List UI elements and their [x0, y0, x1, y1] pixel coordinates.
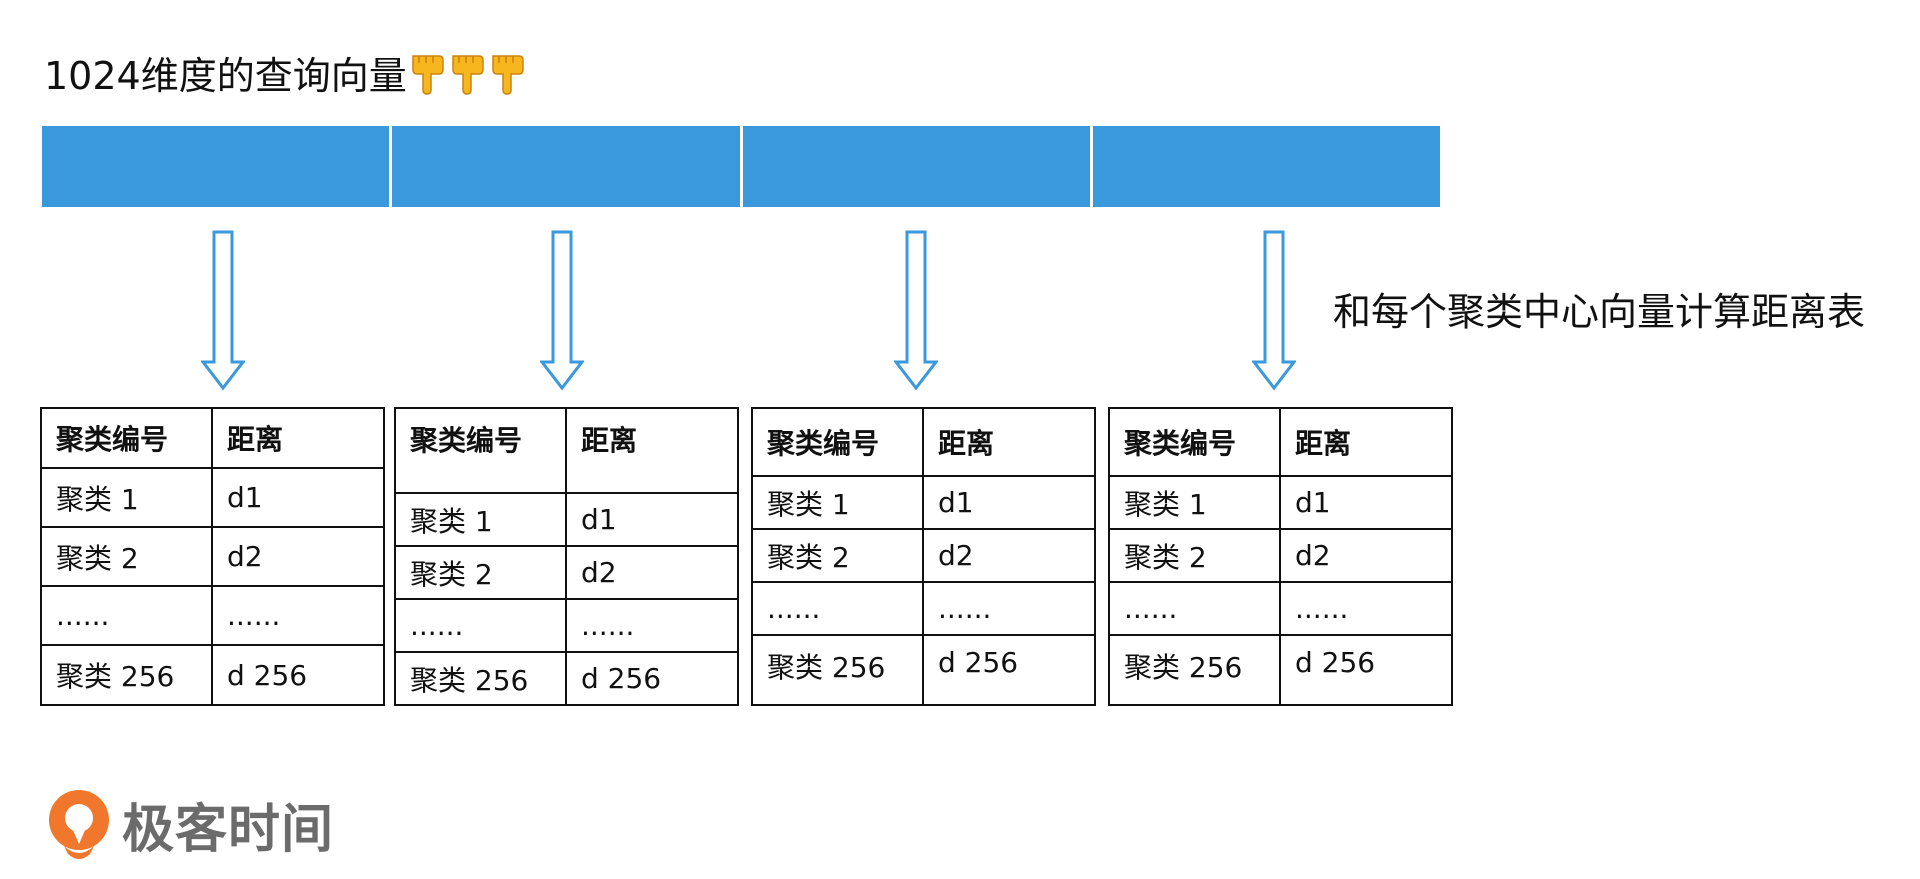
table-row: 聚类 256 d 256 — [1108, 634, 1453, 706]
header-cluster-id: 聚类编号 — [40, 407, 213, 469]
cell-distance: d 256 — [565, 651, 739, 706]
table-row: 聚类 1 d1 — [751, 475, 1096, 530]
table-row: 聚类 256 d 256 — [394, 651, 739, 706]
cell-cluster-id: 聚类 1 — [751, 475, 924, 530]
table-row: 聚类 1 d1 — [40, 467, 385, 528]
distance-table-3: 聚类编号 距离 聚类 1 d1 聚类 2 d2 ...... ...... 聚类… — [751, 407, 1096, 706]
down-arrow-icon — [540, 230, 584, 391]
header-distance: 距离 — [1279, 407, 1453, 477]
cell-cluster-id: 聚类 2 — [40, 526, 213, 587]
cell-cluster-id: ...... — [751, 581, 924, 636]
table-row: ...... ...... — [751, 581, 1096, 636]
pointing-down-hand-icon — [491, 55, 524, 95]
table-row: 聚类 1 d1 — [1108, 475, 1453, 530]
cell-distance: d 256 — [922, 634, 1096, 706]
table-header-row: 聚类编号 距离 — [40, 407, 385, 469]
diagram-title: 1024维度的查询向量 — [44, 50, 527, 102]
cell-distance: d1 — [211, 467, 385, 528]
table-row: 聚类 2 d2 — [751, 528, 1096, 583]
cell-cluster-id: ...... — [394, 598, 567, 653]
down-arrow-icon — [894, 230, 938, 391]
cell-distance: d 256 — [1279, 634, 1453, 706]
geektime-logo-icon — [49, 790, 109, 859]
cell-cluster-id: 聚类 256 — [751, 634, 924, 706]
table-row: 聚类 1 d1 — [394, 492, 739, 547]
table-row: 聚类 2 d2 — [1108, 528, 1453, 583]
cell-cluster-id: 聚类 1 — [40, 467, 213, 528]
cell-distance: ...... — [922, 581, 1096, 636]
cell-distance: d2 — [565, 545, 739, 600]
cell-distance: ...... — [565, 598, 739, 653]
cell-cluster-id: 聚类 2 — [1108, 528, 1281, 583]
logo-text: 极客时间 — [122, 799, 335, 860]
table-row: 聚类 256 d 256 — [751, 634, 1096, 706]
header-cluster-id: 聚类编号 — [1108, 407, 1281, 477]
pointing-down-hand-icon — [411, 55, 444, 95]
header-distance: 距离 — [922, 407, 1096, 477]
distance-table-1: 聚类编号 距离 聚类 1 d1 聚类 2 d2 ...... ...... 聚类… — [40, 407, 385, 706]
header-distance: 距离 — [565, 407, 739, 494]
cell-distance: d1 — [922, 475, 1096, 530]
cell-distance: d1 — [1279, 475, 1453, 530]
cell-cluster-id: 聚类 256 — [40, 644, 213, 706]
table-row: 聚类 2 d2 — [40, 526, 385, 587]
cell-distance: d2 — [922, 528, 1096, 583]
cell-distance: ...... — [1279, 581, 1453, 636]
table-header-row: 聚类编号 距离 — [394, 407, 739, 494]
cell-cluster-id: 聚类 2 — [394, 545, 567, 600]
cell-distance: ...... — [211, 585, 385, 646]
cell-distance: d 256 — [211, 644, 385, 706]
table-header-row: 聚类编号 距离 — [751, 407, 1096, 477]
cell-cluster-id: 聚类 1 — [1108, 475, 1281, 530]
table-row: ...... ...... — [1108, 581, 1453, 636]
table-row: 聚类 256 d 256 — [40, 644, 385, 706]
distance-table-2: 聚类编号 距离 聚类 1 d1 聚类 2 d2 ...... ...... 聚类… — [394, 407, 739, 706]
side-label: 和每个聚类中心向量计算距离表 — [1333, 290, 1866, 334]
cell-distance: d2 — [1279, 528, 1453, 583]
brand-logo: 极客时间 — [42, 784, 334, 864]
query-vector-bar — [42, 126, 1440, 207]
table-header-row: 聚类编号 距离 — [1108, 407, 1453, 477]
vector-segment-1 — [42, 126, 393, 207]
down-arrow-icon — [201, 230, 245, 391]
down-arrow-icon — [1252, 230, 1296, 391]
cell-cluster-id: 聚类 256 — [1108, 634, 1281, 706]
distance-table-4: 聚类编号 距离 聚类 1 d1 聚类 2 d2 ...... ...... 聚类… — [1108, 407, 1453, 706]
cell-distance: d2 — [211, 526, 385, 587]
vector-segment-3 — [742, 126, 1093, 207]
table-row: ...... ...... — [394, 598, 739, 653]
title-text: 1024维度的查询向量 — [44, 54, 407, 98]
cell-distance: d1 — [565, 492, 739, 547]
header-cluster-id: 聚类编号 — [751, 407, 924, 477]
vector-segment-4 — [1092, 126, 1440, 207]
cell-cluster-id: 聚类 2 — [751, 528, 924, 583]
cell-cluster-id: 聚类 256 — [394, 651, 567, 706]
pointing-down-hand-icon — [451, 55, 484, 95]
cell-cluster-id: ...... — [1108, 581, 1281, 636]
header-distance: 距离 — [211, 407, 385, 469]
table-row: 聚类 2 d2 — [394, 545, 739, 600]
cell-cluster-id: 聚类 1 — [394, 492, 567, 547]
header-cluster-id: 聚类编号 — [394, 407, 567, 494]
cell-cluster-id: ...... — [40, 585, 213, 646]
table-row: ...... ...... — [40, 585, 385, 646]
vector-segment-2 — [392, 126, 743, 207]
